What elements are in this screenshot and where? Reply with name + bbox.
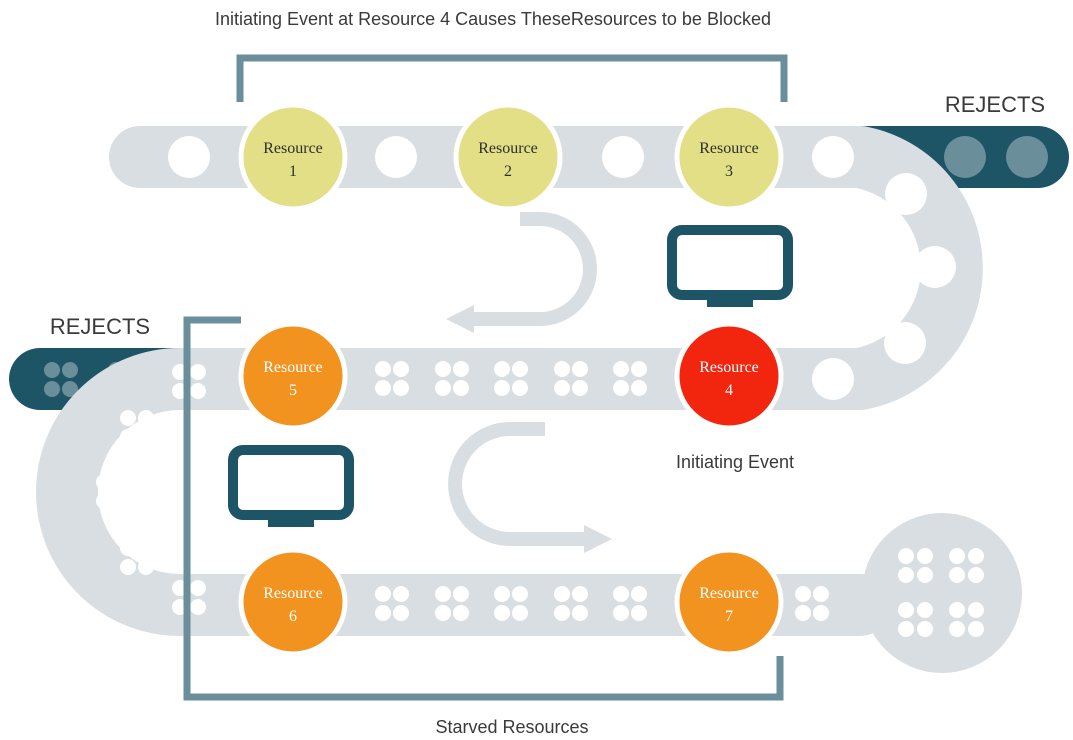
resource-label: Resource xyxy=(263,359,323,376)
rejects-label-top: REJECTS xyxy=(945,92,1045,117)
resource-number: 7 xyxy=(725,608,733,625)
initiating-event-label: Initiating Event xyxy=(676,452,794,472)
reject-part xyxy=(1006,136,1048,178)
resource-label: Resource xyxy=(263,585,323,602)
resource-label: Resource xyxy=(478,140,538,157)
rejects-label-left: REJECTS xyxy=(50,314,150,339)
resource-label: Resource xyxy=(699,585,759,602)
resource-number: 5 xyxy=(289,382,297,399)
diagram-title: Initiating Event at Resource 4 Causes Th… xyxy=(215,9,771,29)
resource-number: 3 xyxy=(725,163,733,180)
resource-3: Resource 3 xyxy=(674,102,784,212)
starved-resources-label: Starved Resources xyxy=(435,717,588,737)
resource-5: Resource 5 xyxy=(238,321,348,431)
reject-part xyxy=(944,136,986,178)
resource-number: 2 xyxy=(504,163,512,180)
resource-number: 4 xyxy=(725,382,733,399)
resource-number: 1 xyxy=(289,163,297,180)
output-bin xyxy=(862,513,1022,673)
resource-label: Resource xyxy=(699,140,759,157)
monitor-icon xyxy=(228,445,354,527)
resource-6: Resource 6 xyxy=(238,547,348,657)
resource-1: Resource 1 xyxy=(238,102,348,212)
blocked-bracket xyxy=(236,54,788,102)
resource-number: 6 xyxy=(289,608,297,625)
resource-label: Resource xyxy=(263,140,323,157)
output-parts xyxy=(898,548,984,637)
monitor-icon xyxy=(667,225,793,307)
parts-single xyxy=(168,136,956,400)
starved-bracket xyxy=(183,316,784,701)
curved-arrow-icon xyxy=(446,212,597,333)
conveyor-belt xyxy=(36,126,983,636)
resource-7: Resource 7 xyxy=(674,547,784,657)
resource-label: Resource xyxy=(699,359,759,376)
resource-2: Resource 2 xyxy=(453,102,563,212)
curved-arrow-icon xyxy=(448,422,612,553)
resource-4: Resource 4 xyxy=(674,321,784,431)
